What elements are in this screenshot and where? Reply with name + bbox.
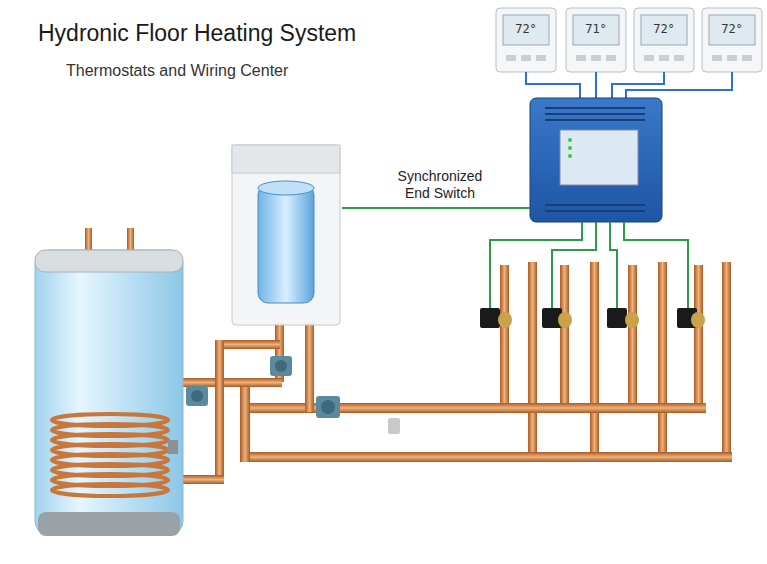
thermostat-reading: 71°	[576, 22, 616, 36]
diagram-title: Hydronic Floor Heating System	[38, 20, 356, 47]
thermostat-reading: 72°	[644, 22, 684, 36]
boiler	[232, 145, 340, 325]
wire-label: Synchronized End Switch	[388, 168, 492, 202]
end-switch-wire	[342, 207, 530, 209]
wiring-center	[530, 98, 662, 222]
storage-tank	[35, 250, 183, 536]
thermostat-wire	[526, 72, 732, 100]
zone-valve	[480, 308, 705, 328]
thermostat-reading: 72°	[712, 22, 752, 36]
thermostat-reading: 72°	[506, 22, 546, 36]
thermostat	[496, 8, 762, 72]
subtitle: Thermostats and Wiring Center	[66, 62, 288, 80]
circulator-pump	[186, 356, 400, 434]
